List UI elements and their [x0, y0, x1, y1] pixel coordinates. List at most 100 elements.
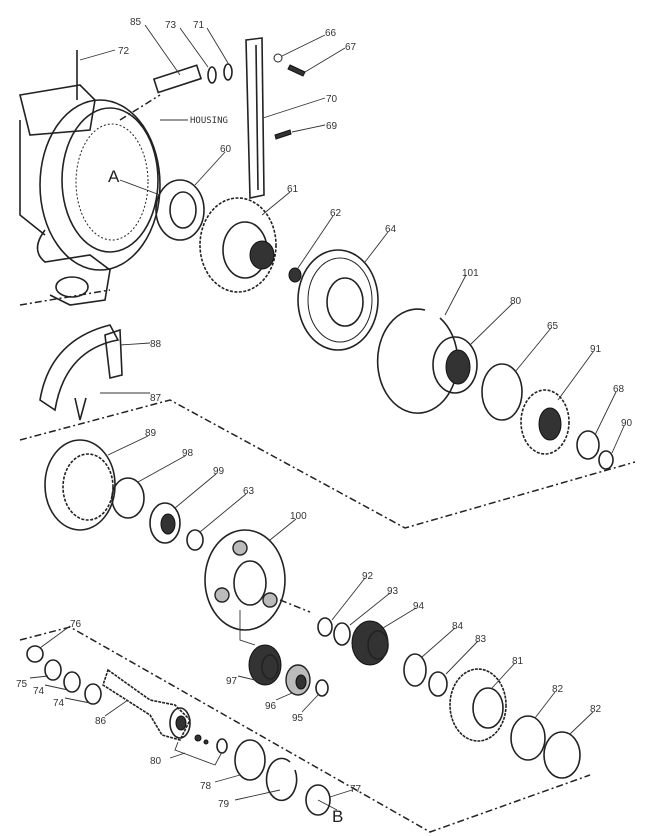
leader-line-p78	[214, 774, 241, 783]
group-boundary-upper	[19, 399, 636, 529]
shift-fork-88	[39, 324, 123, 421]
leader-line-p93	[349, 592, 391, 626]
leader-line-p91	[557, 351, 594, 401]
part-label-p96: 96	[265, 701, 277, 712]
pin-85	[152, 64, 203, 94]
part-label-p94: 94	[413, 601, 425, 612]
part-label-p64: 64	[385, 224, 397, 235]
leader-line-p61	[261, 191, 291, 216]
ring-74b	[84, 683, 102, 705]
part-label-p71: 71	[193, 20, 205, 31]
clutch-81	[449, 668, 507, 742]
part-label-p63: 63	[243, 486, 255, 497]
part-label-p99: 99	[213, 466, 225, 477]
part-label-p74a: 74	[33, 686, 45, 697]
part-label-p83: 83	[475, 634, 487, 645]
leader-line-p62	[297, 215, 334, 269]
leader-line-p75	[29, 675, 49, 679]
part-label-p81: 81	[512, 656, 524, 667]
lever-70	[245, 37, 265, 199]
part-label-p77: 77	[350, 784, 362, 795]
part-label-p79: 79	[218, 799, 230, 810]
bearing-80	[432, 336, 478, 394]
leader-line-p89	[107, 435, 149, 456]
bearing-91	[520, 389, 570, 455]
leader-line-p96	[275, 692, 293, 701]
leader-line-p100	[269, 518, 297, 541]
leader-line-p83	[445, 640, 479, 675]
leader-line-p101	[444, 274, 467, 316]
part-label-p73: 73	[165, 20, 177, 31]
part-label-p62: 62	[330, 208, 342, 219]
ring-73	[207, 66, 217, 84]
part-label-p75: 75	[16, 679, 28, 690]
part-label-p85: 85	[130, 17, 142, 28]
part-label-p67: 67	[345, 42, 357, 53]
bushing-62	[288, 267, 302, 283]
gear-97	[248, 644, 282, 686]
ring-90	[598, 450, 614, 470]
leader-line-p88	[119, 342, 151, 346]
part-label-p70: 70	[326, 94, 338, 105]
group-boundary-lower	[19, 626, 591, 833]
leader-line-p65	[514, 327, 552, 373]
ring-63	[186, 529, 204, 551]
leader-line-p97	[237, 675, 256, 681]
ring-82a	[510, 715, 546, 761]
part-label-p86: 86	[95, 716, 107, 727]
ring-95	[315, 679, 329, 697]
callout-a: A	[108, 167, 120, 186]
leader-line-p64	[364, 231, 389, 263]
leader-line-p92	[331, 577, 366, 621]
part-label-p98: 98	[182, 448, 194, 459]
callout-leader-2	[317, 799, 338, 811]
ring-74a	[63, 671, 81, 693]
housing-label: HOUSING	[190, 116, 228, 126]
leader-line-p90	[611, 425, 625, 454]
part-label-p68: 68	[613, 384, 625, 395]
leader-line-p86	[104, 699, 129, 717]
part-label-p100: 100	[290, 511, 307, 522]
part-label-p91: 91	[590, 344, 602, 355]
bearing-60	[155, 179, 205, 241]
part-label-p88: 88	[150, 339, 162, 350]
ring-65	[481, 363, 523, 421]
shaft-86	[102, 668, 191, 741]
bolt-67	[287, 64, 306, 77]
leader-line-p79	[234, 789, 281, 801]
gear-61	[199, 197, 277, 293]
leader-line-p81	[491, 662, 516, 689]
part-label-p95: 95	[292, 713, 304, 724]
part-label-p78: 78	[200, 781, 212, 792]
leader-line-p76	[39, 625, 71, 649]
part-label-p89: 89	[145, 428, 157, 439]
part-label-p72: 72	[118, 46, 130, 57]
callout-b: B	[332, 807, 343, 826]
leader-line-p98	[137, 455, 186, 483]
part-label-p76: 76	[70, 619, 82, 630]
ring-76	[26, 645, 44, 663]
part-label-p93: 93	[387, 586, 399, 597]
ring-84	[403, 653, 427, 687]
part-label-p80a: 80	[510, 296, 522, 307]
ring-98	[111, 477, 145, 519]
bearing-plate-64	[297, 249, 379, 351]
part-label-p92: 92	[362, 571, 374, 582]
part-label-p84: 84	[452, 621, 464, 632]
washer-66	[273, 53, 283, 63]
leader-line-p80a	[469, 302, 514, 346]
leader-line-p68	[594, 391, 617, 436]
bearing-99	[149, 502, 181, 544]
leader-line-p77	[329, 789, 353, 798]
part-label-p90: 90	[621, 418, 633, 429]
leader-line-p99	[174, 473, 217, 509]
leader-line-p74a	[44, 684, 69, 691]
snap-ring-79	[265, 757, 298, 802]
leader-line-p74b	[64, 697, 91, 704]
ring-77	[305, 784, 331, 816]
part-label-p74b: 74	[53, 698, 65, 709]
leader-line-p66	[281, 34, 326, 57]
part-label-p97: 97	[226, 676, 238, 687]
leader-line-p85	[144, 24, 181, 76]
